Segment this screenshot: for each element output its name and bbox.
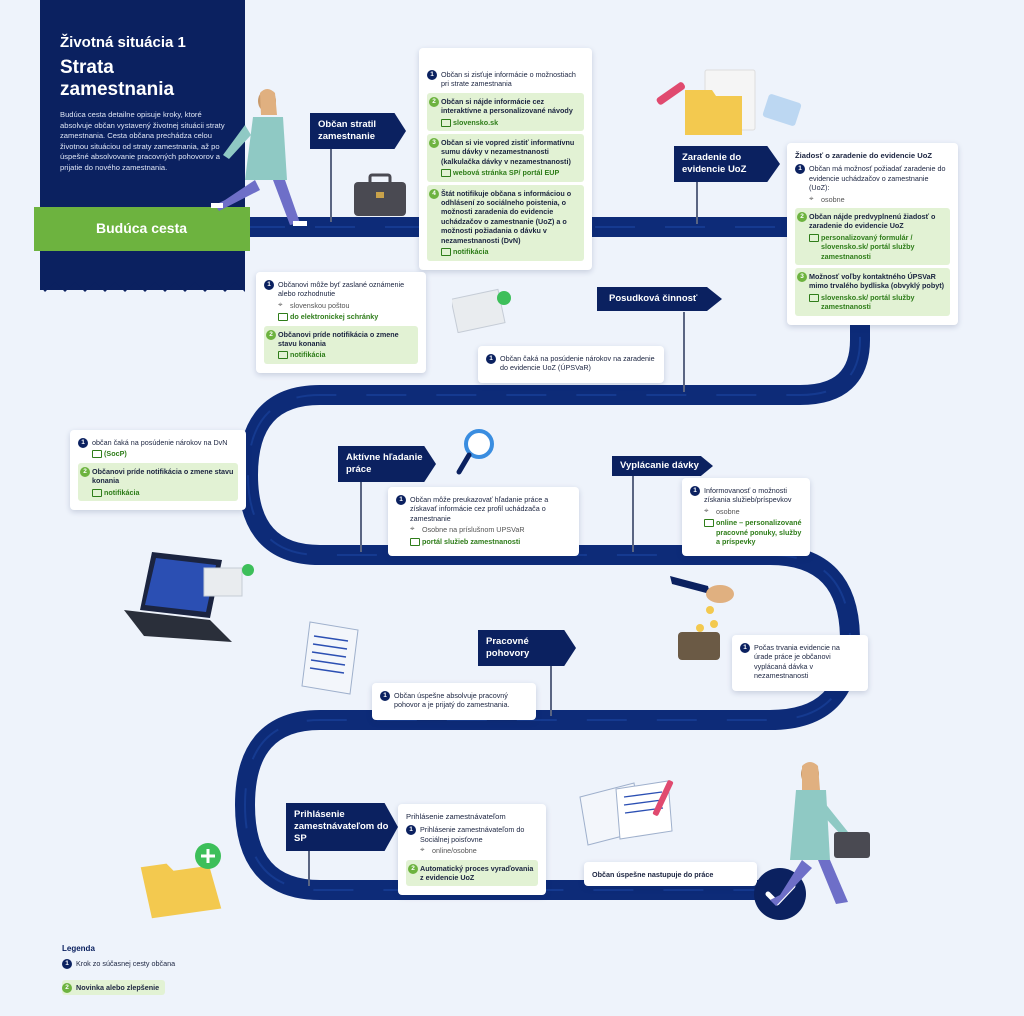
flag-pole (308, 840, 310, 886)
future-journey-band: Budúca cesta (34, 207, 250, 251)
flag-benefit-payment: Vyplácanie dávky (612, 456, 713, 476)
card-title: Žiadosť o zaradenie do evidencie UoZ (795, 151, 932, 160)
papers-signing-icon (579, 780, 674, 846)
flag-pole (632, 476, 634, 552)
briefcase-icon (354, 173, 406, 216)
flag-job-search: Aktívne hľadanie práce (338, 446, 436, 482)
flag-registration-uoz: Zaradenie do evidencie UoZ (674, 146, 780, 182)
flag-pole (696, 180, 698, 224)
magnifier-icon (456, 429, 494, 475)
legend-title: Legenda (62, 944, 95, 953)
person-walking-illustration (211, 89, 307, 226)
flag-assessment: Posudková činnosť (597, 287, 722, 311)
flag-pole (550, 660, 552, 716)
folder-add-icon (140, 843, 222, 919)
flag-pole (683, 312, 685, 392)
flag-employer-registration: Prihlásenie zamestnávateľom do SP (286, 803, 398, 851)
person-with-briefcase-illustration (770, 762, 870, 906)
documents-illustration (656, 69, 802, 135)
header-title: Strata zamestnania (60, 57, 175, 100)
card-title: Prihlásenie zamestnávateľom (406, 812, 506, 821)
envelope-icon (452, 288, 511, 333)
laptop-icon (124, 552, 254, 642)
card-starts-job: Občan úspešne nastupuje do práce (584, 862, 757, 887)
contract-document-icon (301, 621, 359, 695)
flag-job-lost: Občan stratil zamestnanie (310, 113, 406, 149)
flag-pole (360, 478, 362, 552)
wallet-coins-illustration (670, 576, 734, 660)
header-description: Budúca cesta detailne opisuje kroky, kto… (60, 110, 225, 172)
flag-pole (330, 140, 332, 222)
band-label: Budúca cesta (96, 220, 188, 236)
header-subtitle: Životná situácia 1 (60, 34, 186, 51)
banner-notch (40, 270, 245, 292)
flag-interviews: Pracovné pohovory (478, 630, 576, 666)
